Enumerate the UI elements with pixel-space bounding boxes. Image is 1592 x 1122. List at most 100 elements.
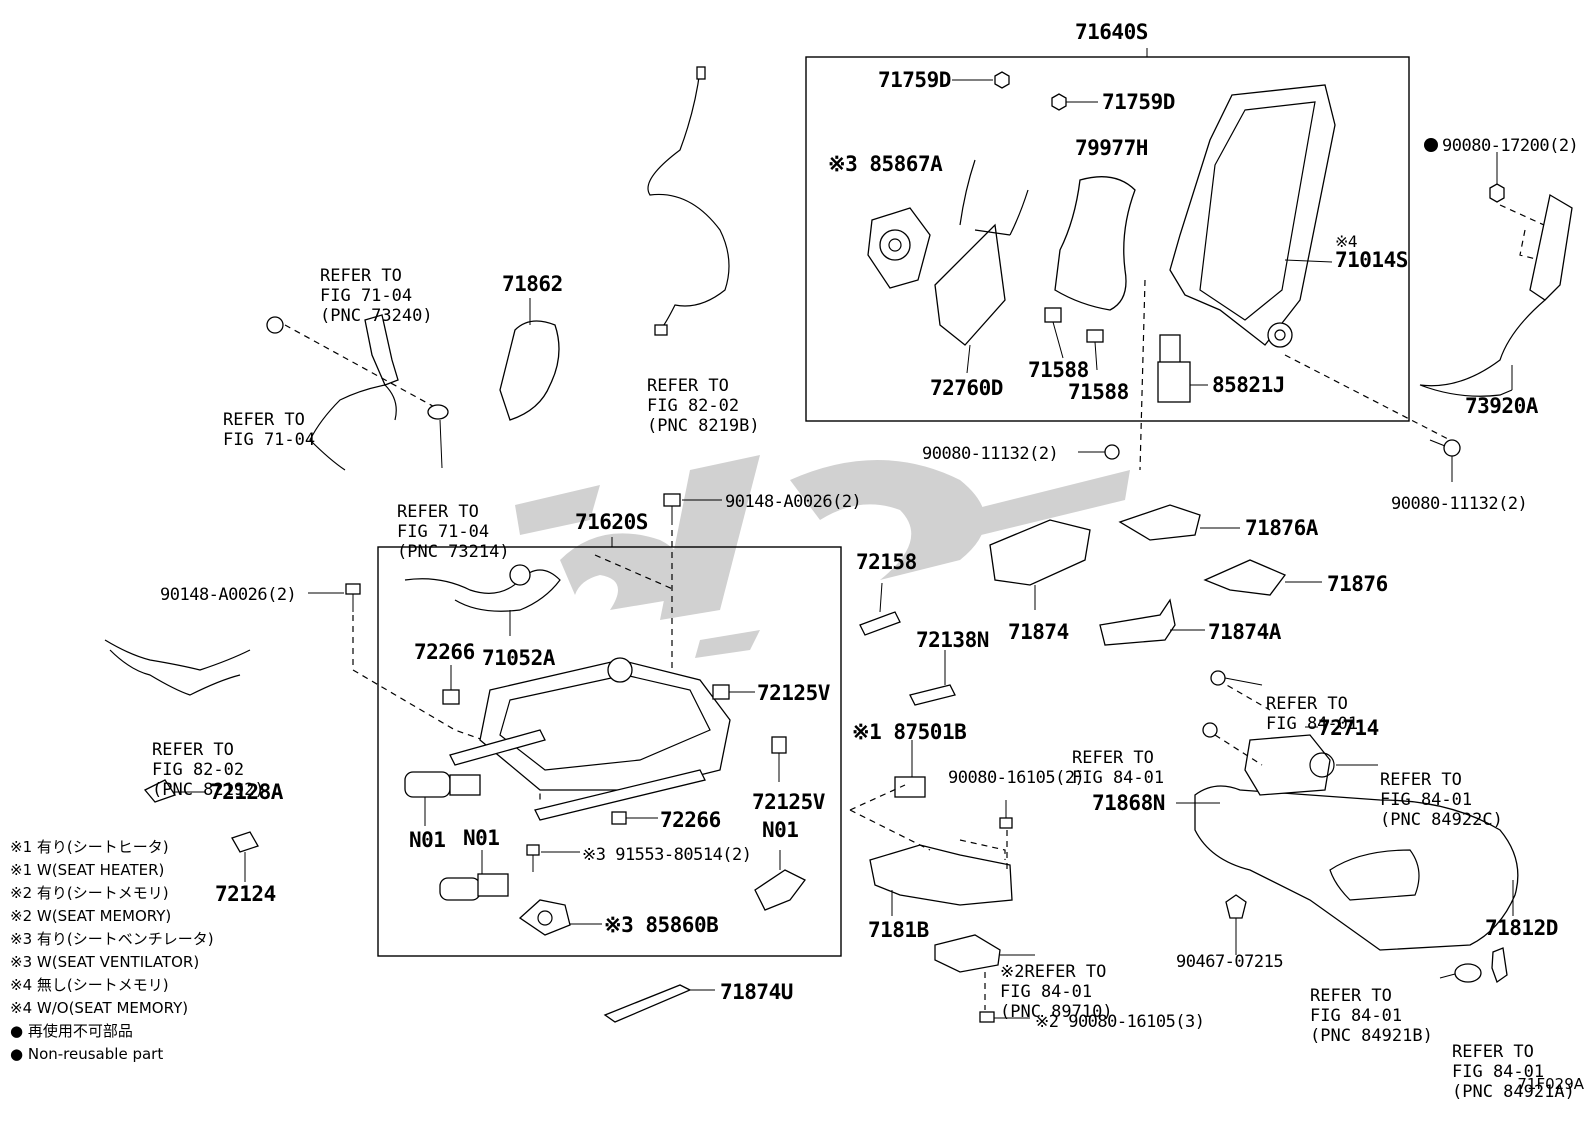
fan-85860B <box>518 899 602 936</box>
bolt-90080-16105-2 <box>999 800 1013 829</box>
label-72138N: 72138N <box>916 628 989 652</box>
watermark-logo <box>515 455 1130 658</box>
legend: ※1 有り(シートヒータ) ※1 W(SEAT HEATER) ※2 有り(シー… <box>10 836 214 1066</box>
bracket-71876A <box>1118 504 1201 541</box>
legend-item: ※3 有り(シートベンチレータ) <box>10 930 214 948</box>
label-71620S: 71620S <box>575 510 648 534</box>
switch-72714 <box>1214 679 1378 796</box>
label-85867A: ※3 85867A <box>828 152 943 176</box>
label-90080-11132-a: 90080-11132(2) <box>922 444 1059 464</box>
label-71868N: 71868N <box>1092 791 1165 815</box>
label-71812D: 71812D <box>1485 916 1558 940</box>
wire-harness-8219B <box>647 69 730 331</box>
legend-item: ※4 無し(シートメモリ) <box>10 976 169 994</box>
motor-N01-a <box>404 771 481 826</box>
clip-71588-b <box>1086 329 1104 343</box>
fan-85867A <box>867 207 931 289</box>
label-N01-b: N01 <box>463 826 500 850</box>
label-73920A: 73920A <box>1465 394 1538 418</box>
clip-72266-b <box>611 811 627 825</box>
cover-71862 <box>499 320 560 421</box>
label-71874U: 71874U <box>720 980 793 1004</box>
screw-91553 <box>526 844 580 872</box>
label-71759D-a: 71759D <box>878 68 951 92</box>
label-N01-a: N01 <box>409 828 446 852</box>
label-N01-c: N01 <box>762 818 799 842</box>
label-71874A: 71874A <box>1208 620 1281 644</box>
nut-90080-17200 <box>1489 183 1505 203</box>
label-72266-a: 72266 <box>414 640 475 664</box>
label-90467: 90467-07215 <box>1176 952 1284 972</box>
group-box-71640S <box>805 56 1410 422</box>
clip-72124 <box>231 831 259 853</box>
nut-71759D-b <box>1051 93 1067 111</box>
screw-8401-b <box>1202 722 1218 738</box>
track-7181B <box>849 784 1013 916</box>
legend-item: ※4 W/O(SEAT MEMORY) <box>10 999 189 1017</box>
legend-item: ● 再使用不可部品 <box>10 1022 133 1040</box>
label-7181B: 7181B <box>868 918 929 942</box>
rail-71874U <box>603 984 692 1023</box>
label-71862: 71862 <box>502 272 563 296</box>
harness-82192 <box>104 639 251 696</box>
clip-72125V-b <box>771 736 787 754</box>
clip-72266-a <box>442 689 460 705</box>
label-71640S: 71640S <box>1075 20 1148 44</box>
legend-item: ※1 W(SEAT HEATER) <box>10 861 165 879</box>
bolt-90080-11132-b <box>1429 439 1461 482</box>
label-72125V-b: 72125V <box>752 790 825 814</box>
heater-mat-72760D <box>934 159 1029 374</box>
figure-code: 71F029A <box>1517 1075 1584 1093</box>
clip-90467 <box>1225 894 1247 919</box>
harness-71052A <box>404 569 561 612</box>
bolt-90080-16105-3 <box>979 1011 1030 1023</box>
bracket-71876 <box>1203 559 1287 596</box>
label-91553: ※3 91553-80514(2) <box>582 845 752 865</box>
label-72266-b: 72266 <box>660 808 721 832</box>
headrest-cable-73920A <box>1419 193 1573 397</box>
label-72124: 72124 <box>215 882 276 906</box>
group-box-71620S <box>377 546 842 957</box>
pad-79977H <box>1054 176 1136 311</box>
parts-diagram: 71640S 71759D 71759D ※3 85867A 79977H ※4… <box>10 20 1584 1103</box>
motor-N01-c <box>754 850 806 911</box>
label-71588-a: 71588 <box>1028 358 1089 382</box>
screw-8401-a <box>1210 670 1226 686</box>
label-90080-11132-b: 90080-11132(2) <box>1391 494 1528 514</box>
label-90148-top: 90148-A0026(2) <box>725 492 862 512</box>
label-72714: 72714 <box>1318 716 1379 740</box>
label-72125V-a: 72125V <box>757 681 830 705</box>
label-90080-17200: 90080-17200(2) <box>1442 136 1579 156</box>
seatback-frame-71014S <box>1169 84 1336 348</box>
nut-71759D-a <box>994 71 1010 89</box>
label-72760D: 72760D <box>930 376 1003 400</box>
motor-85821J <box>1157 334 1208 403</box>
knob-84921A <box>1491 947 1508 984</box>
non-reusable-marker-icon <box>1424 138 1438 152</box>
legend-item: ※2 W(SEAT MEMORY) <box>10 907 172 925</box>
label-90148-left: 90148-A0026(2) <box>160 585 297 605</box>
bolt-90148-top <box>663 493 722 525</box>
label-72158: 72158 <box>856 550 917 574</box>
legend-item: ● Non-reusable part <box>10 1045 164 1063</box>
label-72128A: 72128A <box>210 780 283 804</box>
knob-84921B <box>1454 963 1482 983</box>
legend-item: ※2 有り(シートメモリ) <box>10 884 169 902</box>
ecu-89710 <box>934 934 1001 973</box>
clip-71588-a <box>1044 307 1062 323</box>
label-71052A: 71052A <box>482 646 555 670</box>
part-87501B <box>894 776 926 798</box>
label-71014S-note: ※4 <box>1335 232 1358 251</box>
label-90080-16105-2: 90080-16105(2) <box>948 768 1085 788</box>
legend-item: ※3 W(SEAT VENTILATOR) <box>10 953 200 971</box>
